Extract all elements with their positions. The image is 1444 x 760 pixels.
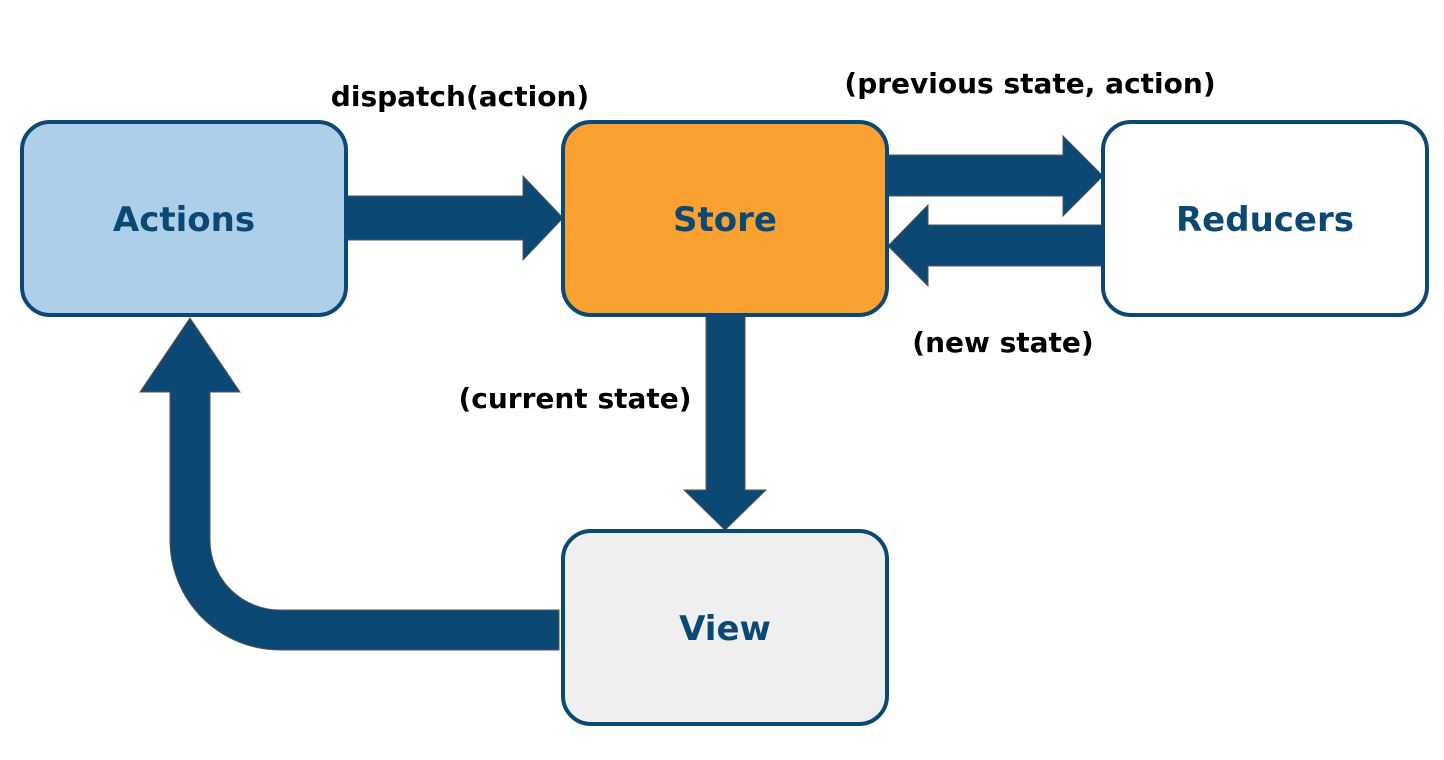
view-label: View <box>679 609 771 649</box>
arrow-store-to-reducers <box>885 134 1104 218</box>
reducers-box <box>1101 120 1429 317</box>
arrow-view-to-actions <box>139 317 560 651</box>
new-state-label: (new state) <box>912 326 1093 359</box>
actions-box <box>20 120 348 317</box>
arrow-actions-to-store <box>345 174 564 262</box>
actions-label: Actions <box>113 200 255 240</box>
arrow-reducers-to-store <box>887 203 1104 288</box>
current-state-label: (current state) <box>458 382 691 415</box>
view-box <box>561 529 889 726</box>
arrow-store-to-view <box>682 315 768 531</box>
dispatch-label: dispatch(action) <box>331 80 589 113</box>
store-box <box>561 120 889 317</box>
store-label: Store <box>673 200 777 240</box>
reducers-label: Reducers <box>1176 200 1354 240</box>
previous-state-label: (previous state, action) <box>844 67 1215 100</box>
